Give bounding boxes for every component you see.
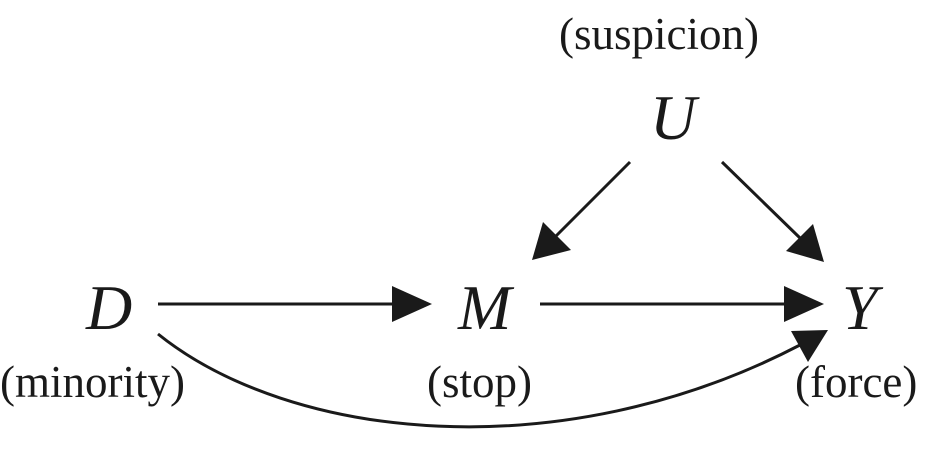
label-minority: (minority) [0, 357, 185, 407]
node-d: D [86, 272, 133, 343]
edge-d-to-m [158, 286, 432, 322]
edge-d-to-y-curved [157, 330, 828, 429]
label-force: (force) [795, 357, 918, 407]
node-y: Y [842, 272, 878, 343]
edge-u-to-m [532, 160, 632, 260]
edge-m-to-y [540, 286, 824, 322]
label-suspicion: (suspicion) [559, 9, 759, 59]
node-u: U [650, 82, 697, 153]
node-m: M [458, 272, 512, 343]
label-stop: (stop) [427, 357, 532, 407]
edge-u-to-y [720, 160, 824, 262]
